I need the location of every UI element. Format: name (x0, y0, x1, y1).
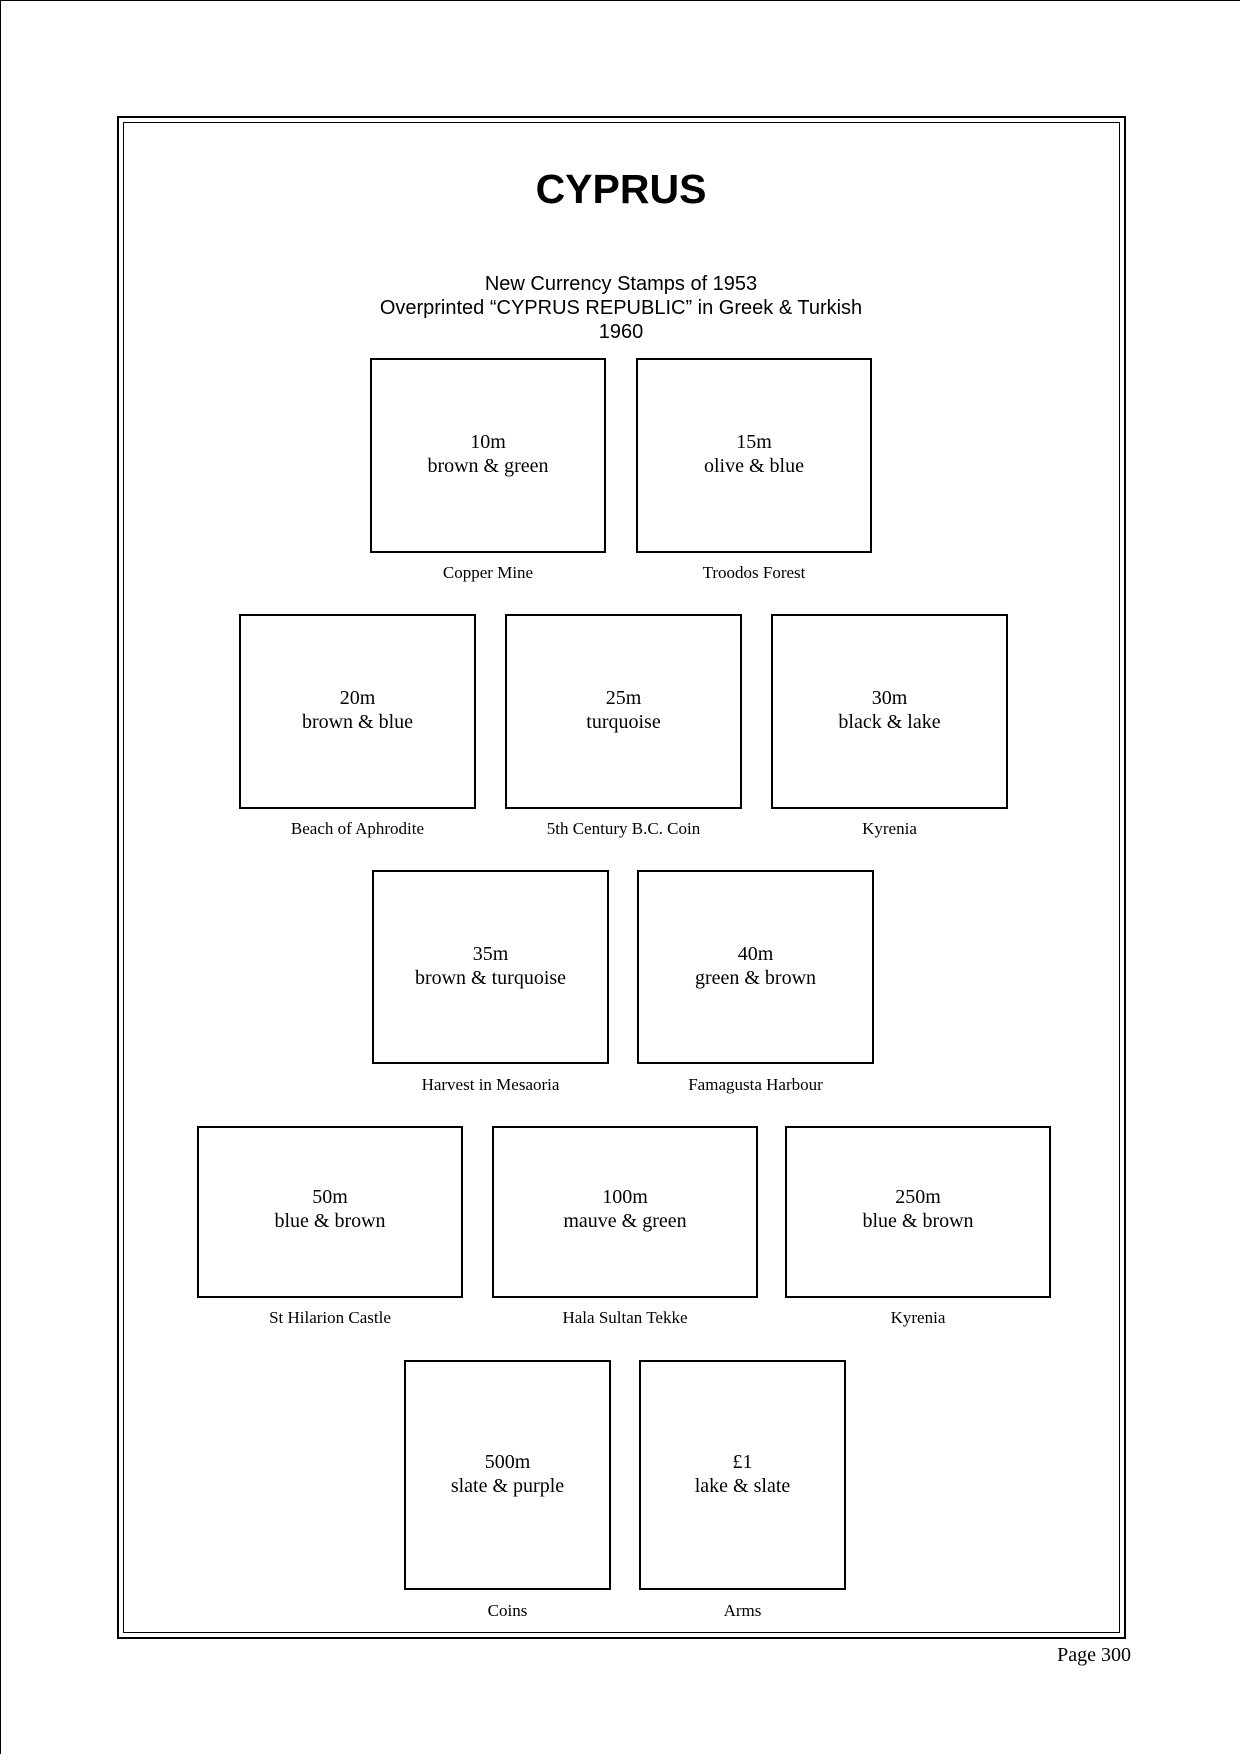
stamp-caption: Coins (487, 1601, 528, 1620)
stamp-box: 15m olive & blue (636, 358, 872, 553)
stamp-caption: Troodos Forest (702, 563, 806, 582)
stamp-caption: Hala Sultan Tekke (562, 1308, 688, 1327)
stamp-color: brown & blue (301, 711, 414, 733)
page-title: CYPRUS (535, 166, 707, 212)
stamp-color: green & brown (694, 967, 817, 989)
stamp-value: 100m (602, 1186, 648, 1208)
stamp-box: 10m brown & green (370, 358, 606, 553)
stamp-color: slate & purple (450, 1475, 565, 1497)
stamp-value: 500m (484, 1451, 531, 1473)
stamp-value: 10m (470, 431, 506, 453)
stamp-color: lake & slate (694, 1475, 791, 1497)
stamp-color: brown & green (427, 455, 549, 477)
subtitle-line-1: New Currency Stamps of 1953 (484, 273, 758, 295)
stamp-color: turquoise (586, 711, 661, 733)
stamp-box: 30m black & lake (771, 614, 1008, 809)
stamp-box: 500m slate & purple (404, 1360, 611, 1590)
stamp-value: 50m (312, 1186, 348, 1208)
stamp-caption: St Hilarion Castle (269, 1308, 391, 1327)
stamp-box: 40m green & brown (637, 870, 874, 1064)
stamp-value: 15m (736, 431, 772, 453)
stamp-caption: 5th Century B.C. Coin (546, 819, 701, 838)
stamp-value: 40m (737, 943, 774, 965)
stamp-caption: Beach of Aphrodite (290, 819, 425, 838)
stamp-color: black & lake (838, 711, 941, 733)
subtitle-line-2: Overprinted “CYPRUS REPUBLIC” in Greek &… (379, 297, 863, 319)
page-number: Page 300 (1057, 1644, 1131, 1666)
stamp-box: 250m blue & brown (785, 1126, 1051, 1298)
page-border (117, 116, 1126, 1639)
stamp-color: blue & brown (274, 1210, 386, 1232)
stamp-value: 25m (605, 687, 642, 709)
stamp-value: 20m (339, 687, 376, 709)
stamp-caption: Kyrenia (862, 819, 917, 838)
stamp-value: 250m (895, 1186, 941, 1208)
page-inner-border (123, 122, 1120, 1633)
stamp-box: 25m turquoise (505, 614, 742, 809)
stamp-box: 50m blue & brown (197, 1126, 463, 1298)
stamp-box: 100m mauve & green (492, 1126, 758, 1298)
stamp-color: blue & brown (862, 1210, 974, 1232)
stamp-value: £1 (732, 1451, 753, 1473)
stamp-caption: Arms (723, 1601, 762, 1620)
stamp-caption: Kyrenia (890, 1308, 946, 1327)
stamp-color: olive & blue (704, 455, 804, 477)
stamp-color: mauve & green (563, 1210, 687, 1232)
stamp-box: 35m brown & turquoise (372, 870, 609, 1064)
subtitle-line-3: 1960 (598, 321, 644, 343)
stamp-value: 30m (871, 687, 908, 709)
stamp-caption: Harvest in Mesaoria (421, 1075, 560, 1094)
stamp-value: 35m (472, 943, 509, 965)
stamp-box: £1 lake & slate (639, 1360, 846, 1590)
stamp-caption: Famagusta Harbour (688, 1075, 823, 1094)
stamp-color: brown & turquoise (414, 967, 567, 989)
stamp-box: 20m brown & blue (239, 614, 476, 809)
stamp-caption: Copper Mine (442, 563, 534, 582)
